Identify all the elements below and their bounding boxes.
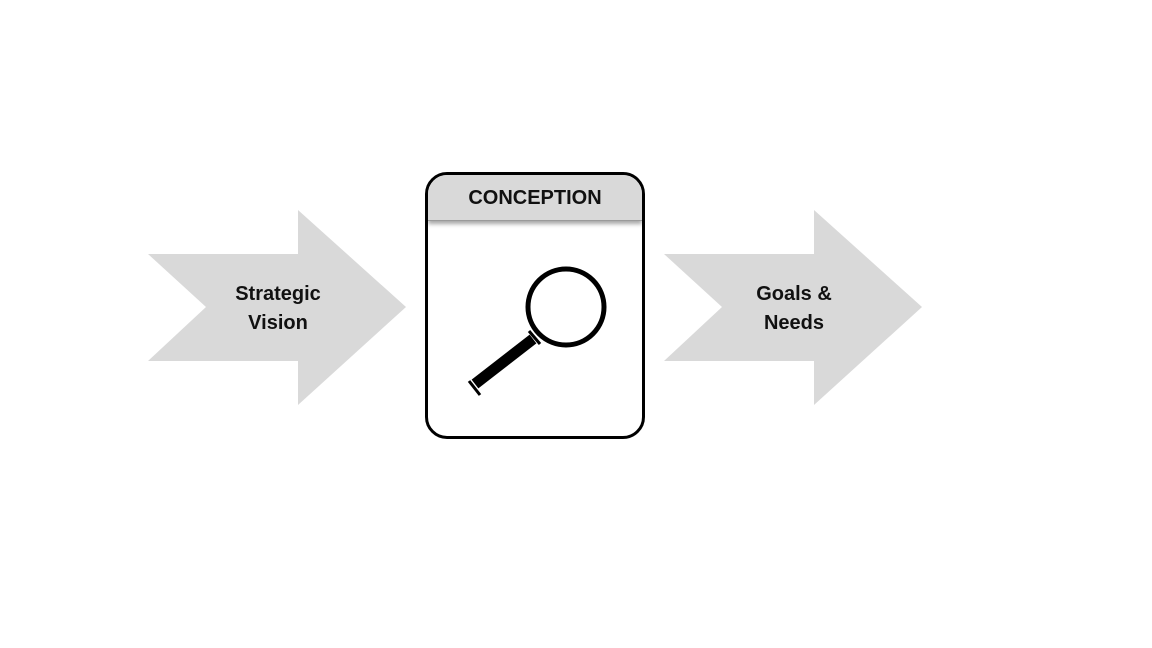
conception-card: CONCEPTION [425,172,645,439]
magnifier-lens [525,266,607,348]
left-arrow-label-line1: Strategic [235,283,321,305]
magnifying-glass-icon [467,266,607,396]
right-arrow-label-line1: Goals & [756,283,832,305]
right-arrow [664,210,922,405]
left-arrow [148,210,406,405]
left-arrow-label: Strategic Vision [208,280,348,338]
left-arrow-label-line2: Vision [248,312,308,334]
magnifier-ferrule [527,330,542,345]
magnifier-end-cap [467,380,482,396]
left-arrow-shape [148,210,406,405]
card-title: CONCEPTION [428,175,642,221]
right-arrow-shape [664,210,922,405]
right-arrow-label-line2: Needs [763,312,825,334]
magnifier-handle [471,334,537,389]
right-arrow-label: Goals & Needs [724,280,864,338]
